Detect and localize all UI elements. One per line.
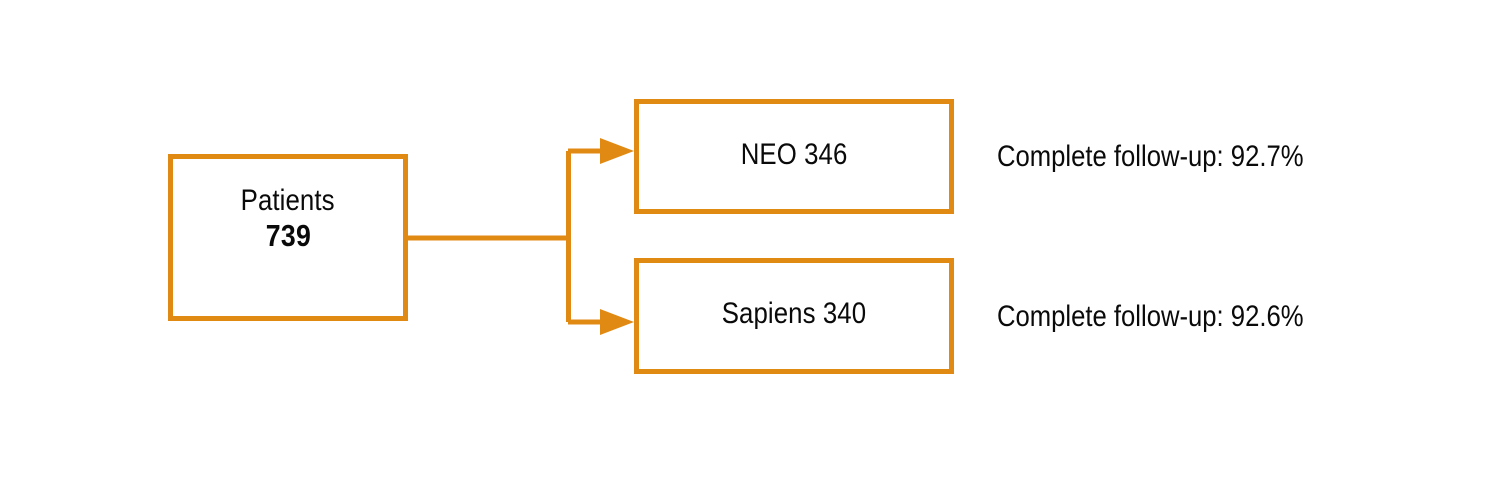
node-neo: NEO 346 [634, 99, 954, 214]
arrowhead-sapiens-icon [600, 309, 634, 335]
node-sapiens-label: Sapiens 340 [721, 297, 867, 331]
node-patients-value: 739 [265, 217, 311, 253]
node-neo-label: NEO 346 [740, 137, 848, 171]
node-patients-label: Patients [241, 184, 335, 218]
node-sapiens: Sapiens 340 [634, 258, 954, 374]
annotation-sapiens-followup: Complete follow-up: 92.6% [997, 300, 1304, 333]
arrowhead-neo-icon [600, 138, 634, 164]
node-patients: Patients 739 [168, 154, 408, 321]
annotation-neo-followup: Complete follow-up: 92.7% [997, 140, 1304, 173]
